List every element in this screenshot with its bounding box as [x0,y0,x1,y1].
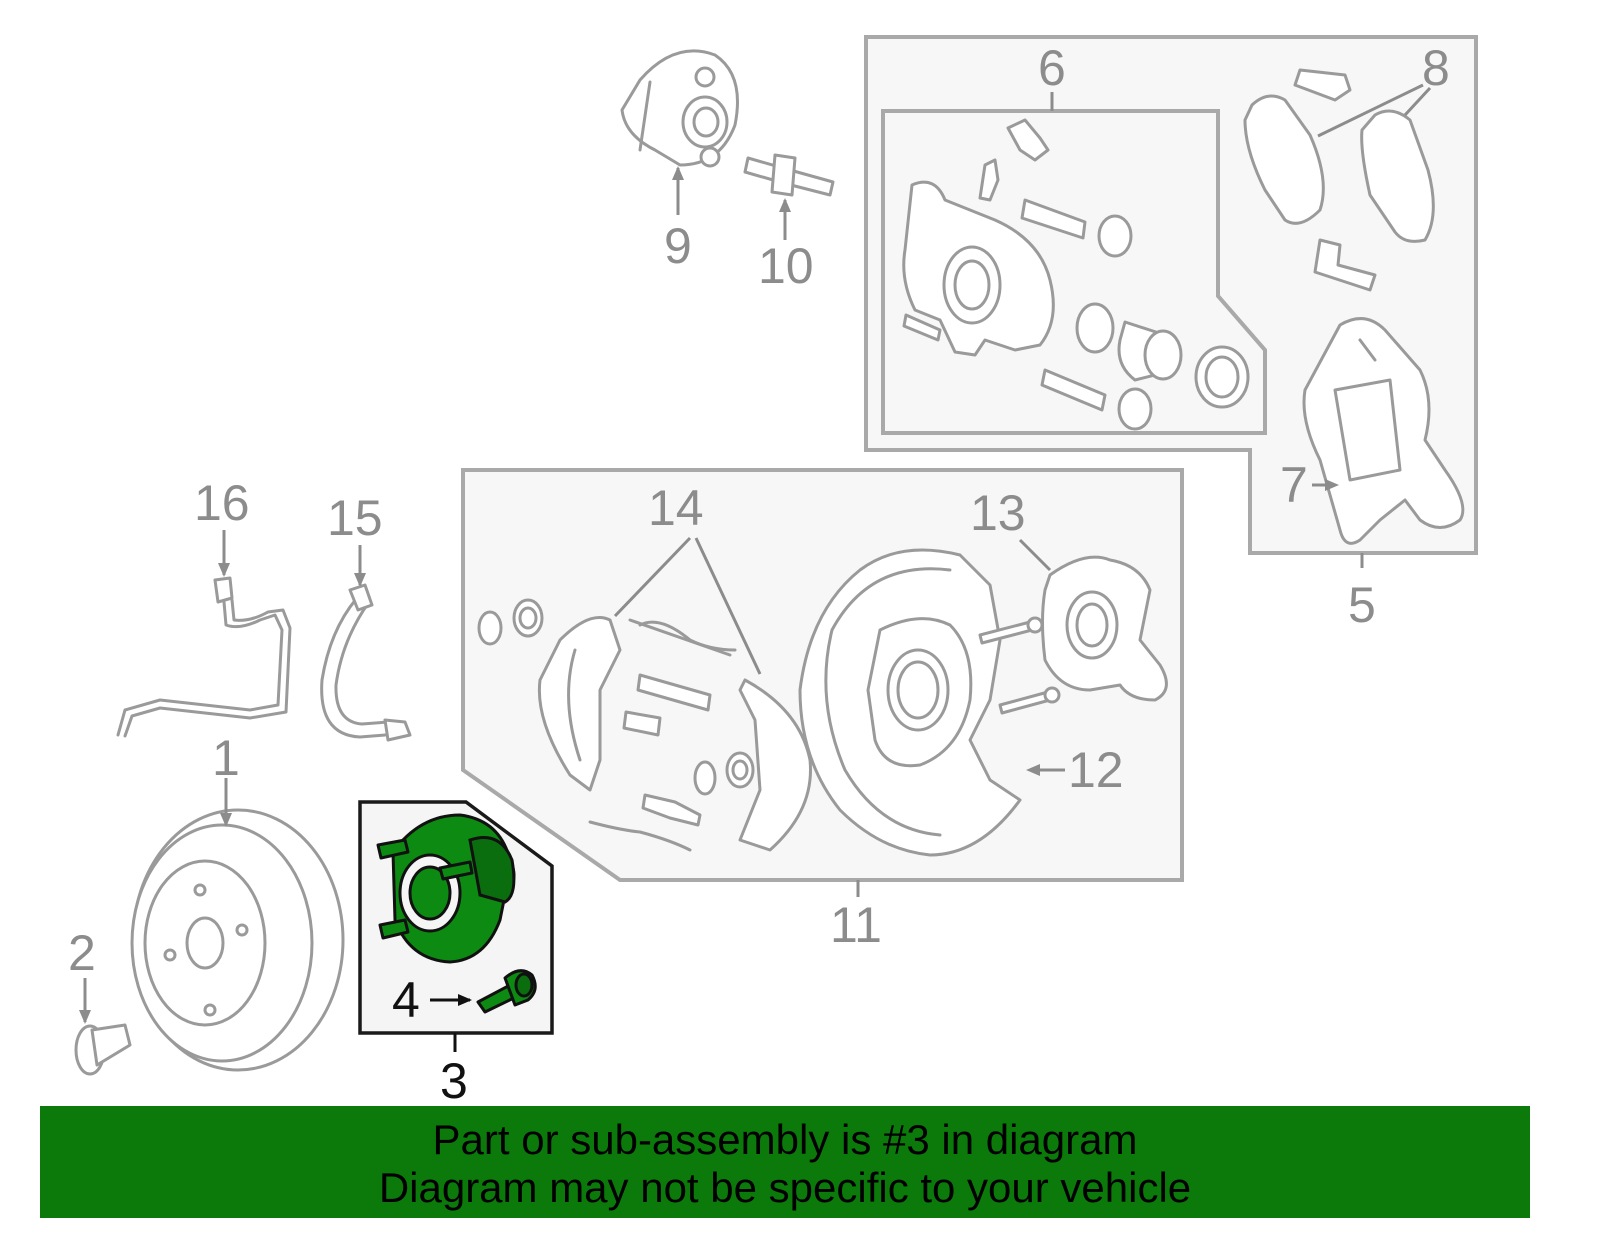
callout-label-11: 11 [830,897,882,953]
arrowhead-4 [458,994,472,1006]
callout-label-14: 14 [648,480,704,536]
arrowhead-7 [1325,479,1339,491]
callout-label-7: 7 [1280,457,1308,513]
arrowhead-15 [354,573,366,587]
banner-line-2: Diagram may not be specific to your vehi… [378,1164,1192,1211]
callout-label-4[interactable]: 4 [392,972,420,1028]
part-14-shoe-hardware [477,598,812,852]
callout-label-15: 15 [327,490,383,546]
part-15-brake-hose [320,583,412,742]
callout-label-2: 2 [68,925,96,981]
part-13-mount-bracket [978,555,1168,715]
banner-line-1: Part or sub-assembly is #3 in diagram [432,1116,1138,1163]
part-3-hub-bearing[interactable] [376,813,516,964]
part-1-brake-drum [130,808,345,1072]
leader-14a [613,536,692,618]
callout-label-9: 9 [664,218,692,274]
leader-8a [1317,83,1424,138]
leader-8b [1403,86,1432,117]
callout-label-10: 10 [758,238,814,294]
part-8-brake-pads [1243,68,1435,292]
part-7-caliper-bracket [1302,317,1465,545]
arrowhead-16 [218,563,230,577]
part-6-caliper [902,118,1250,431]
part-9-dust-cap [620,49,739,168]
callout-label-13: 13 [970,485,1026,541]
arrowhead-12 [1026,764,1040,776]
leader-13 [1018,538,1052,572]
callout-label-1: 1 [212,730,240,786]
callout-label-5: 5 [1348,577,1376,633]
part-10-bolt [743,153,835,197]
callout-label-12: 12 [1068,742,1124,798]
callout-label-16: 16 [194,475,250,531]
part-4-hub-bolt[interactable] [476,969,537,1014]
part-16-sensor-harness [116,576,292,738]
arrowhead-9 [672,166,684,180]
callout-label-8: 8 [1422,40,1450,96]
arrowhead-10 [779,198,791,212]
arrowhead-1 [220,813,232,827]
callout-label-3[interactable]: 3 [440,1053,468,1109]
info-banner: Part or sub-assembly is #3 in diagram Di… [40,1106,1530,1218]
arrowhead-2 [79,1010,91,1024]
callout-label-6: 6 [1038,40,1066,96]
part-2-screw [74,1023,132,1076]
part-12-backing-plate [798,548,1022,857]
leader-14b [694,537,762,675]
